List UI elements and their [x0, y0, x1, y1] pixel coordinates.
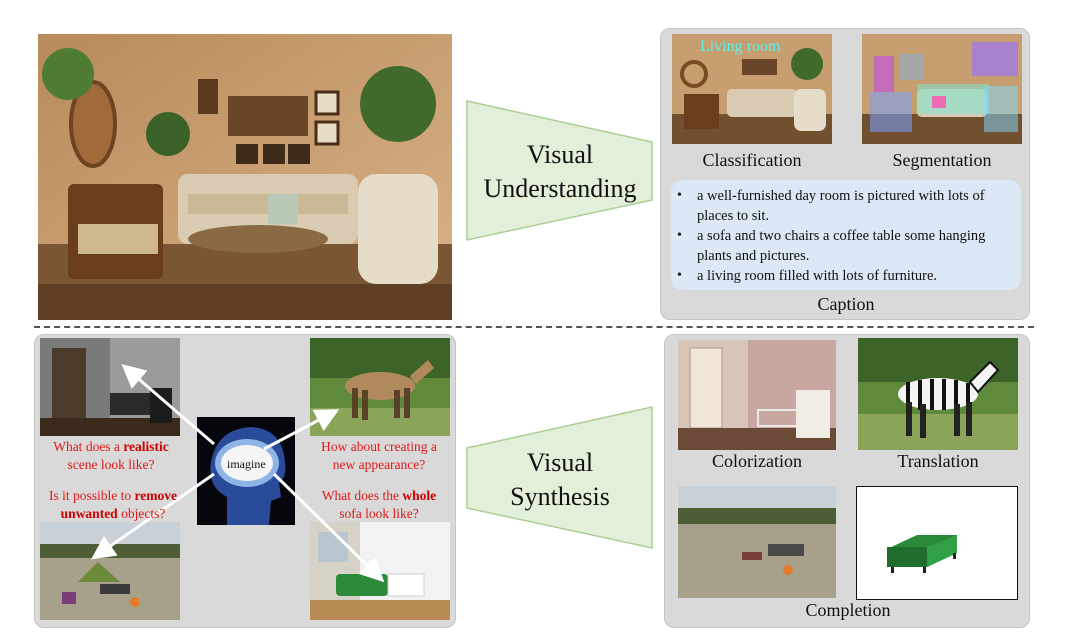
understanding-arrow [466, 100, 653, 241]
section-divider [34, 326, 1034, 328]
imagine-arrows [91, 364, 385, 583]
classification-label: Classification [702, 150, 802, 170]
understanding-title-line1: Visual [526, 140, 594, 169]
question-appearance-line1: How about creating a [321, 439, 437, 454]
green-sofa-icon [887, 535, 957, 573]
question-whole-bold: whole [402, 488, 437, 503]
translation-image [858, 338, 1018, 450]
understanding-title-line2: Understanding [483, 174, 637, 203]
arrow-to-camping [91, 472, 215, 560]
realistic-scene-image [40, 338, 180, 436]
question-remove-pre: Is it possible to [49, 488, 135, 503]
synthesis-title-line2: Synthesis [510, 482, 610, 511]
question-realistic-bold: realistic [123, 439, 169, 454]
arrow-to-sofa [272, 472, 385, 583]
completion-label: Completion [805, 600, 891, 620]
classification-overlay-text: Living room [700, 38, 781, 55]
understanding-title: Visual Understanding [466, 138, 654, 206]
colorization-image [678, 340, 836, 450]
question-remove-post: objects? [117, 506, 166, 521]
completion-scene-image [678, 486, 836, 598]
caption-item: a living room filled with lots of furnit… [677, 266, 1011, 286]
imagine-label: imagine [227, 457, 266, 471]
question-whole-pre: What does the [321, 488, 403, 503]
question-remove-bold1: remove [134, 488, 177, 503]
arrow-to-horse [263, 409, 340, 451]
living-room-photo [38, 34, 452, 320]
colorization-label: Colorization [712, 451, 802, 471]
segmentation-image [862, 34, 1022, 144]
caption-label: Caption [817, 294, 875, 314]
synthesis-title-line1: Visual [526, 448, 594, 477]
caption-list: a well-furnished day room is pictured wi… [671, 180, 1021, 286]
classification-image [672, 34, 832, 144]
question-whole-post: sofa look like? [339, 506, 419, 521]
question-realistic-pre: What does a [53, 439, 124, 454]
question-realistic: What does a realistic scene look like? [36, 438, 186, 474]
question-appearance-line2: new appearance? [332, 457, 426, 472]
imagine-brain-image [197, 417, 295, 525]
caption-item: a sofa and two chairs a coffee table som… [677, 226, 1011, 266]
question-whole: What does the whole sofa look like? [304, 487, 454, 523]
question-realistic-post: scene look like? [67, 457, 155, 472]
synthesis-title: Visual Synthesis [466, 446, 654, 514]
caption-item: a well-furnished day room is pictured wi… [677, 186, 1011, 226]
question-remove-bold2: unwanted [60, 506, 118, 521]
question-appearance: How about creating a new appearance? [304, 438, 454, 474]
question-remove: Is it possible to remove unwanted object… [34, 487, 192, 523]
caption-box: a well-furnished day room is pictured wi… [671, 180, 1021, 290]
translation-label: Translation [897, 451, 979, 471]
completion-sofa-frame [856, 486, 1018, 600]
segmentation-label: Segmentation [892, 150, 992, 170]
arrow-to-realistic [121, 364, 215, 446]
synthesis-arrow [466, 406, 653, 549]
